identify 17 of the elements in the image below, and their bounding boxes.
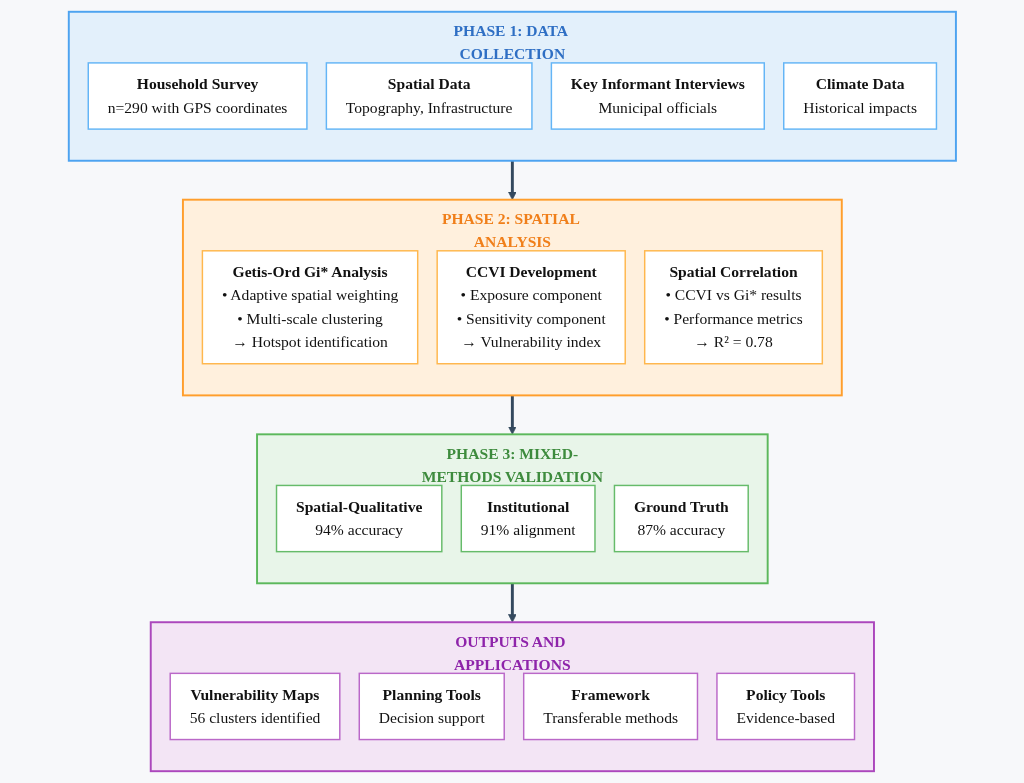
node-box: Household Survey n=290 with GPS coordinates [87, 62, 308, 130]
node-box: Climate Data Historical impacts [782, 62, 937, 130]
node-box: CCVI Development • Exposure component • Sensitivity component → Vulnerability index [436, 250, 626, 365]
node-box: Spatial Correlation • CCVI vs Gi* results • Performance metrics → R² = 0.78 [643, 250, 823, 365]
node-box: Policy Tools Evidence-based [715, 672, 855, 741]
arrow [507, 160, 517, 201]
node-box: Vulnerability Maps 56 clusters identified [169, 672, 341, 741]
node-box: Getis-Ord Gi* Analysis • Adaptive spatial weighting • Multi-scale clustering → Hotspot identification [201, 250, 419, 365]
node-box: Ground Truth 87% accuracy [613, 484, 749, 553]
node-box: Spatial-Qualitative 94% accuracy [275, 484, 443, 553]
node-box: Key Informant Interviews Municipal officials [550, 62, 765, 130]
arrow [507, 583, 517, 623]
node-box: Institutional 91% alignment [460, 484, 596, 553]
node-box: Spatial Data Topography, Infrastructure [325, 62, 533, 130]
node-box: Framework Transferable methods [522, 672, 698, 741]
node-box: Planning Tools Decision support [358, 672, 505, 741]
arrow [507, 395, 517, 435]
